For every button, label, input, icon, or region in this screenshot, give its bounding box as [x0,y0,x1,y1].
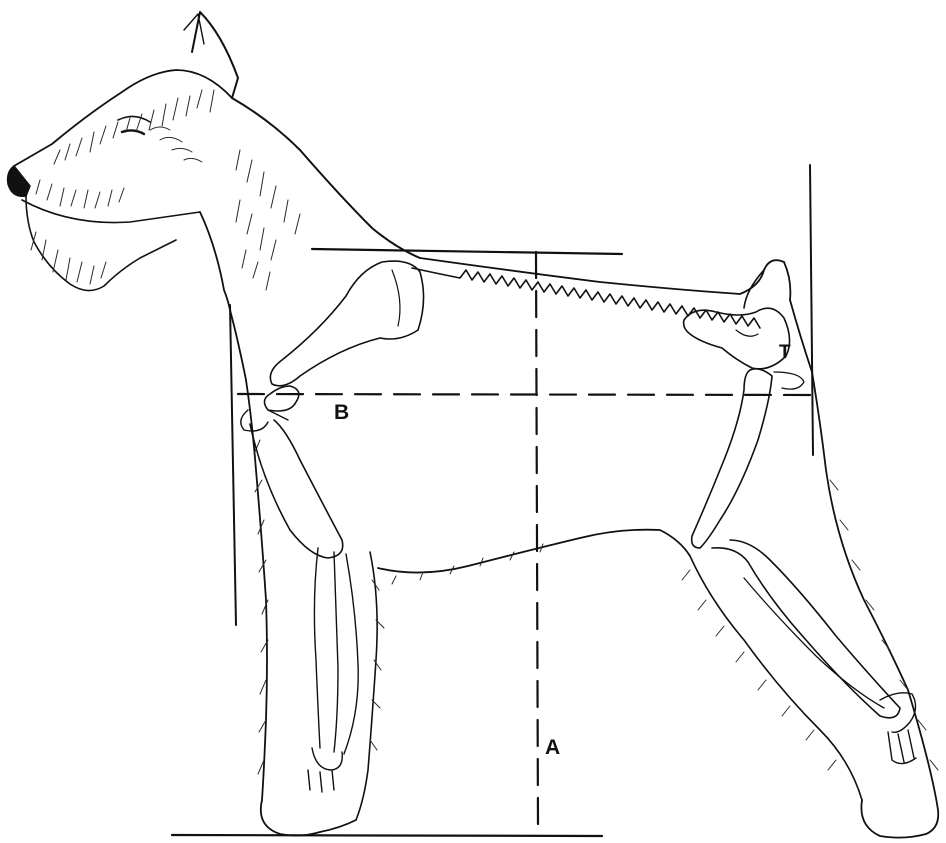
skeleton [241,261,916,792]
front-paw-bones [308,748,342,792]
dog-head [8,12,238,310]
length-line-b [238,394,815,395]
label-a: A [545,737,560,758]
topline-reference [312,249,622,254]
head-fur-hatching [31,90,214,284]
rump-vertical [810,165,813,455]
forechest-vertical [230,305,236,625]
height-line-a [536,252,538,828]
body-fur-hatching [236,150,938,774]
radius-ulna [250,420,343,558]
ground-line [172,835,602,836]
label-t: T [779,343,791,362]
scapula [270,261,423,386]
tibia-fibula [712,540,900,718]
hind-paw-bones [880,693,916,764]
spine [412,268,760,328]
humerus [264,386,298,411]
label-b: B [334,402,349,423]
